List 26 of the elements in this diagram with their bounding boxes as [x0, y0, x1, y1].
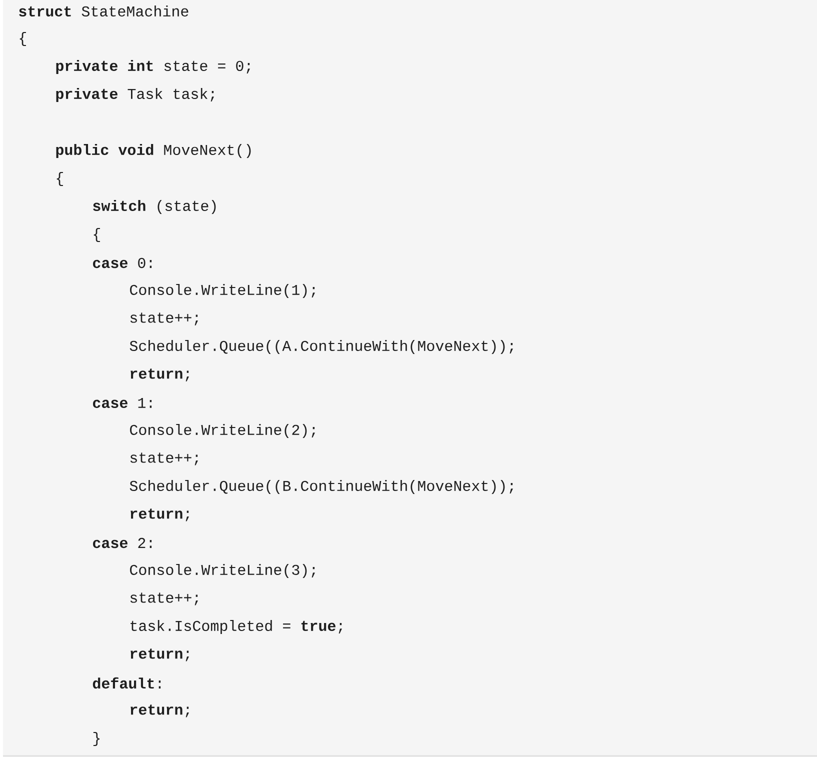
code-line: { [94, 228, 100, 242]
code-line: case 1: [93, 398, 152, 408]
code-line: Scheduler.Queue((B.ContinueWith(MoveNext)); [130, 480, 513, 494]
code-line: private Task task; [56, 88, 214, 102]
code-line: return; [130, 508, 189, 522]
code-line: { [20, 32, 26, 46]
code-line: struct StateMachine [19, 6, 188, 16]
code-line: } [93, 732, 100, 746]
code-line: return; [130, 648, 189, 662]
code-line: { [56, 172, 63, 186]
code-line: Console.WriteLine(3); [130, 564, 315, 578]
code-line: Console.WriteLine(2); [130, 424, 315, 438]
code-line: case 2: [93, 538, 152, 548]
code-line: state++; [130, 312, 198, 326]
code-line: case 0: [93, 258, 152, 268]
code-line: Console.WriteLine(1); [130, 284, 315, 298]
code-line: task.IsCompleted = true; [130, 620, 342, 634]
code-line: return; [130, 368, 189, 382]
code-line: default: [92, 677, 161, 689]
code-line: state++; [130, 592, 198, 606]
code-line: return; [130, 704, 189, 718]
code-line: switch (state) [93, 200, 216, 214]
code-line: state++; [130, 452, 198, 466]
code-line: public void MoveNext() [56, 144, 251, 158]
code-line: Scheduler.Queue((A.ContinueWith(MoveNext)); [130, 340, 513, 354]
code-line: private int state = 0; [56, 60, 250, 74]
